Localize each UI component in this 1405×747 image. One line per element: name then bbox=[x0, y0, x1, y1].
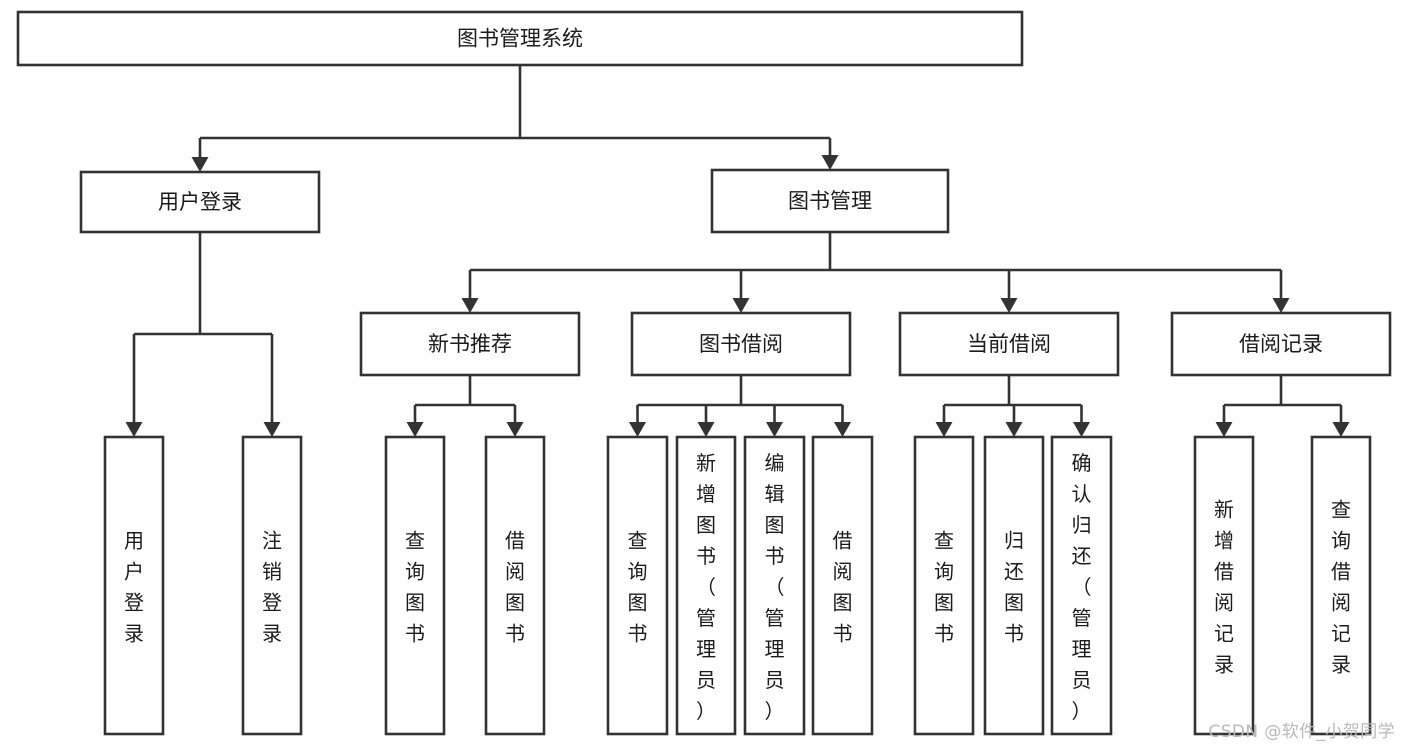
node-box[interactable] bbox=[484, 435, 546, 736]
node-label: 用户登录 bbox=[124, 529, 144, 646]
node-label: 图书管理 bbox=[788, 189, 872, 213]
node-layer: 图书管理系统用户登录用户登录注销登录图书管理新书推荐查询图书借阅图书图书借阅查询… bbox=[16, 10, 1392, 736]
node-box[interactable] bbox=[710, 168, 950, 234]
node-add-book-admin[interactable]: 新增图书（管理员） bbox=[675, 435, 737, 736]
node-box[interactable] bbox=[983, 435, 1045, 736]
arrow-head-icon bbox=[461, 298, 479, 313]
node-box[interactable] bbox=[359, 311, 581, 377]
node-label: 确认归还（管理员） bbox=[1072, 451, 1092, 723]
arrow-head-icon bbox=[697, 422, 715, 437]
node-label: 新增借阅记录 bbox=[1214, 498, 1234, 677]
node-box[interactable] bbox=[16, 10, 1024, 67]
connector-layer bbox=[125, 65, 1350, 437]
node-edit-book-admin[interactable]: 编辑图书（管理员） bbox=[743, 435, 806, 736]
node-label: 查询图书 bbox=[934, 529, 954, 646]
node-book-borrow[interactable]: 图书借阅 bbox=[630, 311, 852, 377]
node-label: 借阅图书 bbox=[505, 529, 525, 646]
arrow-head-icon bbox=[834, 422, 851, 437]
node-box[interactable] bbox=[811, 435, 874, 736]
node-label: 图书管理系统 bbox=[457, 27, 583, 51]
arrow-head-icon bbox=[821, 155, 839, 170]
arrow-head-icon bbox=[506, 422, 524, 437]
node-box[interactable] bbox=[241, 435, 303, 736]
node-label: 图书借阅 bbox=[699, 332, 783, 356]
node-box[interactable] bbox=[743, 435, 806, 736]
arrow-head-icon bbox=[263, 422, 281, 437]
node-label: 查询图书 bbox=[405, 529, 425, 646]
node-label: 用户登录 bbox=[158, 190, 242, 214]
arrow-head-icon bbox=[1332, 422, 1350, 437]
node-user-logout[interactable]: 注销登录 bbox=[241, 435, 303, 736]
arrow-head-icon bbox=[125, 422, 143, 437]
node-confirm-return-admin[interactable]: 确认归还（管理员） bbox=[1050, 435, 1113, 736]
node-label: 编辑图书（管理员） bbox=[765, 451, 785, 723]
node-label: 借阅记录 bbox=[1239, 332, 1323, 356]
node-query-book-2[interactable]: 查询图书 bbox=[606, 435, 669, 736]
node-current-borrow[interactable]: 当前借阅 bbox=[898, 311, 1120, 377]
arrow-head-icon bbox=[766, 422, 783, 437]
node-box[interactable] bbox=[103, 435, 165, 736]
node-box[interactable] bbox=[384, 435, 446, 736]
arrow-head-icon bbox=[1005, 422, 1023, 437]
node-book-manage[interactable]: 图书管理 bbox=[710, 168, 950, 234]
node-label: 新书推荐 bbox=[428, 332, 512, 356]
node-label: 借阅图书 bbox=[833, 529, 853, 646]
node-query-book-3[interactable]: 查询图书 bbox=[913, 435, 975, 736]
node-box[interactable] bbox=[1193, 435, 1255, 736]
node-borrow-book-1[interactable]: 借阅图书 bbox=[484, 435, 546, 736]
node-user-login-do[interactable]: 用户登录 bbox=[103, 435, 165, 736]
node-label: 当前借阅 bbox=[967, 332, 1051, 356]
node-borrow-book-2[interactable]: 借阅图书 bbox=[811, 435, 874, 736]
node-return-book[interactable]: 归还图书 bbox=[983, 435, 1045, 736]
arrow-head-icon bbox=[1272, 298, 1290, 313]
arrow-head-icon bbox=[629, 422, 646, 437]
arrow-head-icon bbox=[935, 422, 953, 437]
node-borrow-record[interactable]: 借阅记录 bbox=[1170, 311, 1392, 377]
node-box[interactable] bbox=[1170, 311, 1392, 377]
node-box[interactable] bbox=[1310, 435, 1372, 736]
node-label: 查询图书 bbox=[628, 529, 648, 646]
node-query-borrow-record[interactable]: 查询借阅记录 bbox=[1310, 435, 1372, 736]
arrow-head-icon bbox=[1215, 422, 1233, 437]
node-new-book-rec[interactable]: 新书推荐 bbox=[359, 311, 581, 377]
node-label: 查询借阅记录 bbox=[1331, 498, 1351, 677]
node-label: 新增图书（管理员） bbox=[696, 451, 716, 723]
node-add-borrow-record[interactable]: 新增借阅记录 bbox=[1193, 435, 1255, 736]
arrow-head-icon bbox=[732, 298, 750, 313]
node-root[interactable]: 图书管理系统 bbox=[16, 10, 1024, 67]
node-box[interactable] bbox=[1050, 435, 1113, 736]
node-label: 归还图书 bbox=[1004, 529, 1024, 646]
node-box[interactable] bbox=[630, 311, 852, 377]
node-box[interactable] bbox=[606, 435, 669, 736]
node-box[interactable] bbox=[913, 435, 975, 736]
arrow-head-icon bbox=[191, 157, 209, 172]
node-query-book-1[interactable]: 查询图书 bbox=[384, 435, 446, 736]
arrow-head-icon bbox=[1073, 422, 1090, 437]
node-user-login[interactable]: 用户登录 bbox=[79, 170, 321, 234]
arrow-head-icon bbox=[1000, 298, 1018, 313]
node-box[interactable] bbox=[79, 170, 321, 234]
node-box[interactable] bbox=[898, 311, 1120, 377]
node-label: 注销登录 bbox=[262, 529, 282, 646]
arrow-head-icon bbox=[406, 422, 424, 437]
node-box[interactable] bbox=[675, 435, 737, 736]
